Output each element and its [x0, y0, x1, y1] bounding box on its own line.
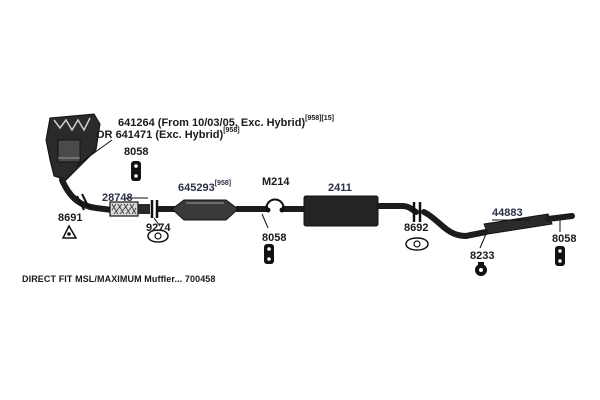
manifold-alt-number: 641471: [115, 129, 153, 141]
clamp-flange-label: 9274: [146, 222, 171, 234]
manifold-primary-number: 641264: [118, 117, 155, 129]
gasket-left-icon: [61, 193, 90, 239]
exhaust-manifold-icon: [45, 113, 101, 181]
clamp-m214-label: M214: [262, 176, 290, 188]
tailpipe-label: 44883: [492, 207, 523, 219]
muffler-icon: [303, 195, 379, 227]
hanger-mid-label: 8058: [262, 232, 287, 244]
converter-number: 645293: [178, 182, 215, 194]
tailpipe-front: [421, 209, 489, 240]
tailpipe-resonator-icon: [483, 213, 553, 235]
converter-refs: [958]: [214, 180, 232, 188]
hanger-top-icon: [131, 161, 141, 181]
hanger-rear-mid-label: 8233: [470, 250, 495, 262]
hanger-rear-mid-leader: [479, 233, 487, 249]
catalytic-converter-icon: [171, 199, 239, 221]
hanger-rear-mid-icon: [475, 262, 487, 276]
footer-note: DIRECT FIT MSL/MAXIMUM Muffler... 700458: [22, 274, 216, 284]
down-pipe: [59, 177, 115, 213]
clamp-flange-icon: [147, 200, 169, 243]
manifold-primary-label: 641264 (From 10/03/05, Exc. Hybrid)[958]…: [118, 115, 334, 129]
manifold-alt-note: (Exc. Hybrid): [155, 129, 224, 141]
manifold-primary-refs: [958][15]: [305, 115, 334, 123]
hanger-mid-icon: [264, 244, 274, 264]
manifold-primary-note: (From 10/03/05, Exc. Hybrid): [157, 117, 306, 129]
gasket-rear-icon: [405, 202, 429, 251]
converter-label: 645293[958]: [178, 180, 232, 194]
clamp-m214-icon: [265, 198, 285, 213]
hanger-mid-leader: [261, 213, 269, 229]
muffler-label: 2411: [328, 182, 352, 194]
manifold-alt-label: OR 641471 (Exc. Hybrid)[958]: [96, 127, 240, 141]
manifold-leader-line: [75, 139, 113, 167]
muffler-outlet-pipe: [375, 203, 419, 215]
gasket-left-label: 8691: [58, 212, 83, 224]
manifold-alt-prefix: OR: [96, 129, 113, 141]
hanger-rear-end-label: 8058: [552, 233, 577, 245]
gasket-rear-label: 8692: [404, 222, 429, 234]
clamp-leader-line: [153, 217, 161, 227]
flex-pipe-icon: [109, 201, 150, 217]
manifold-alt-refs: [958]: [223, 127, 240, 135]
hanger-rear-end-icon: [555, 246, 565, 266]
hanger-top-label: 8058: [124, 146, 149, 158]
tailpipe-end: [545, 213, 575, 222]
flex-pipe-label: 28748: [102, 192, 133, 204]
